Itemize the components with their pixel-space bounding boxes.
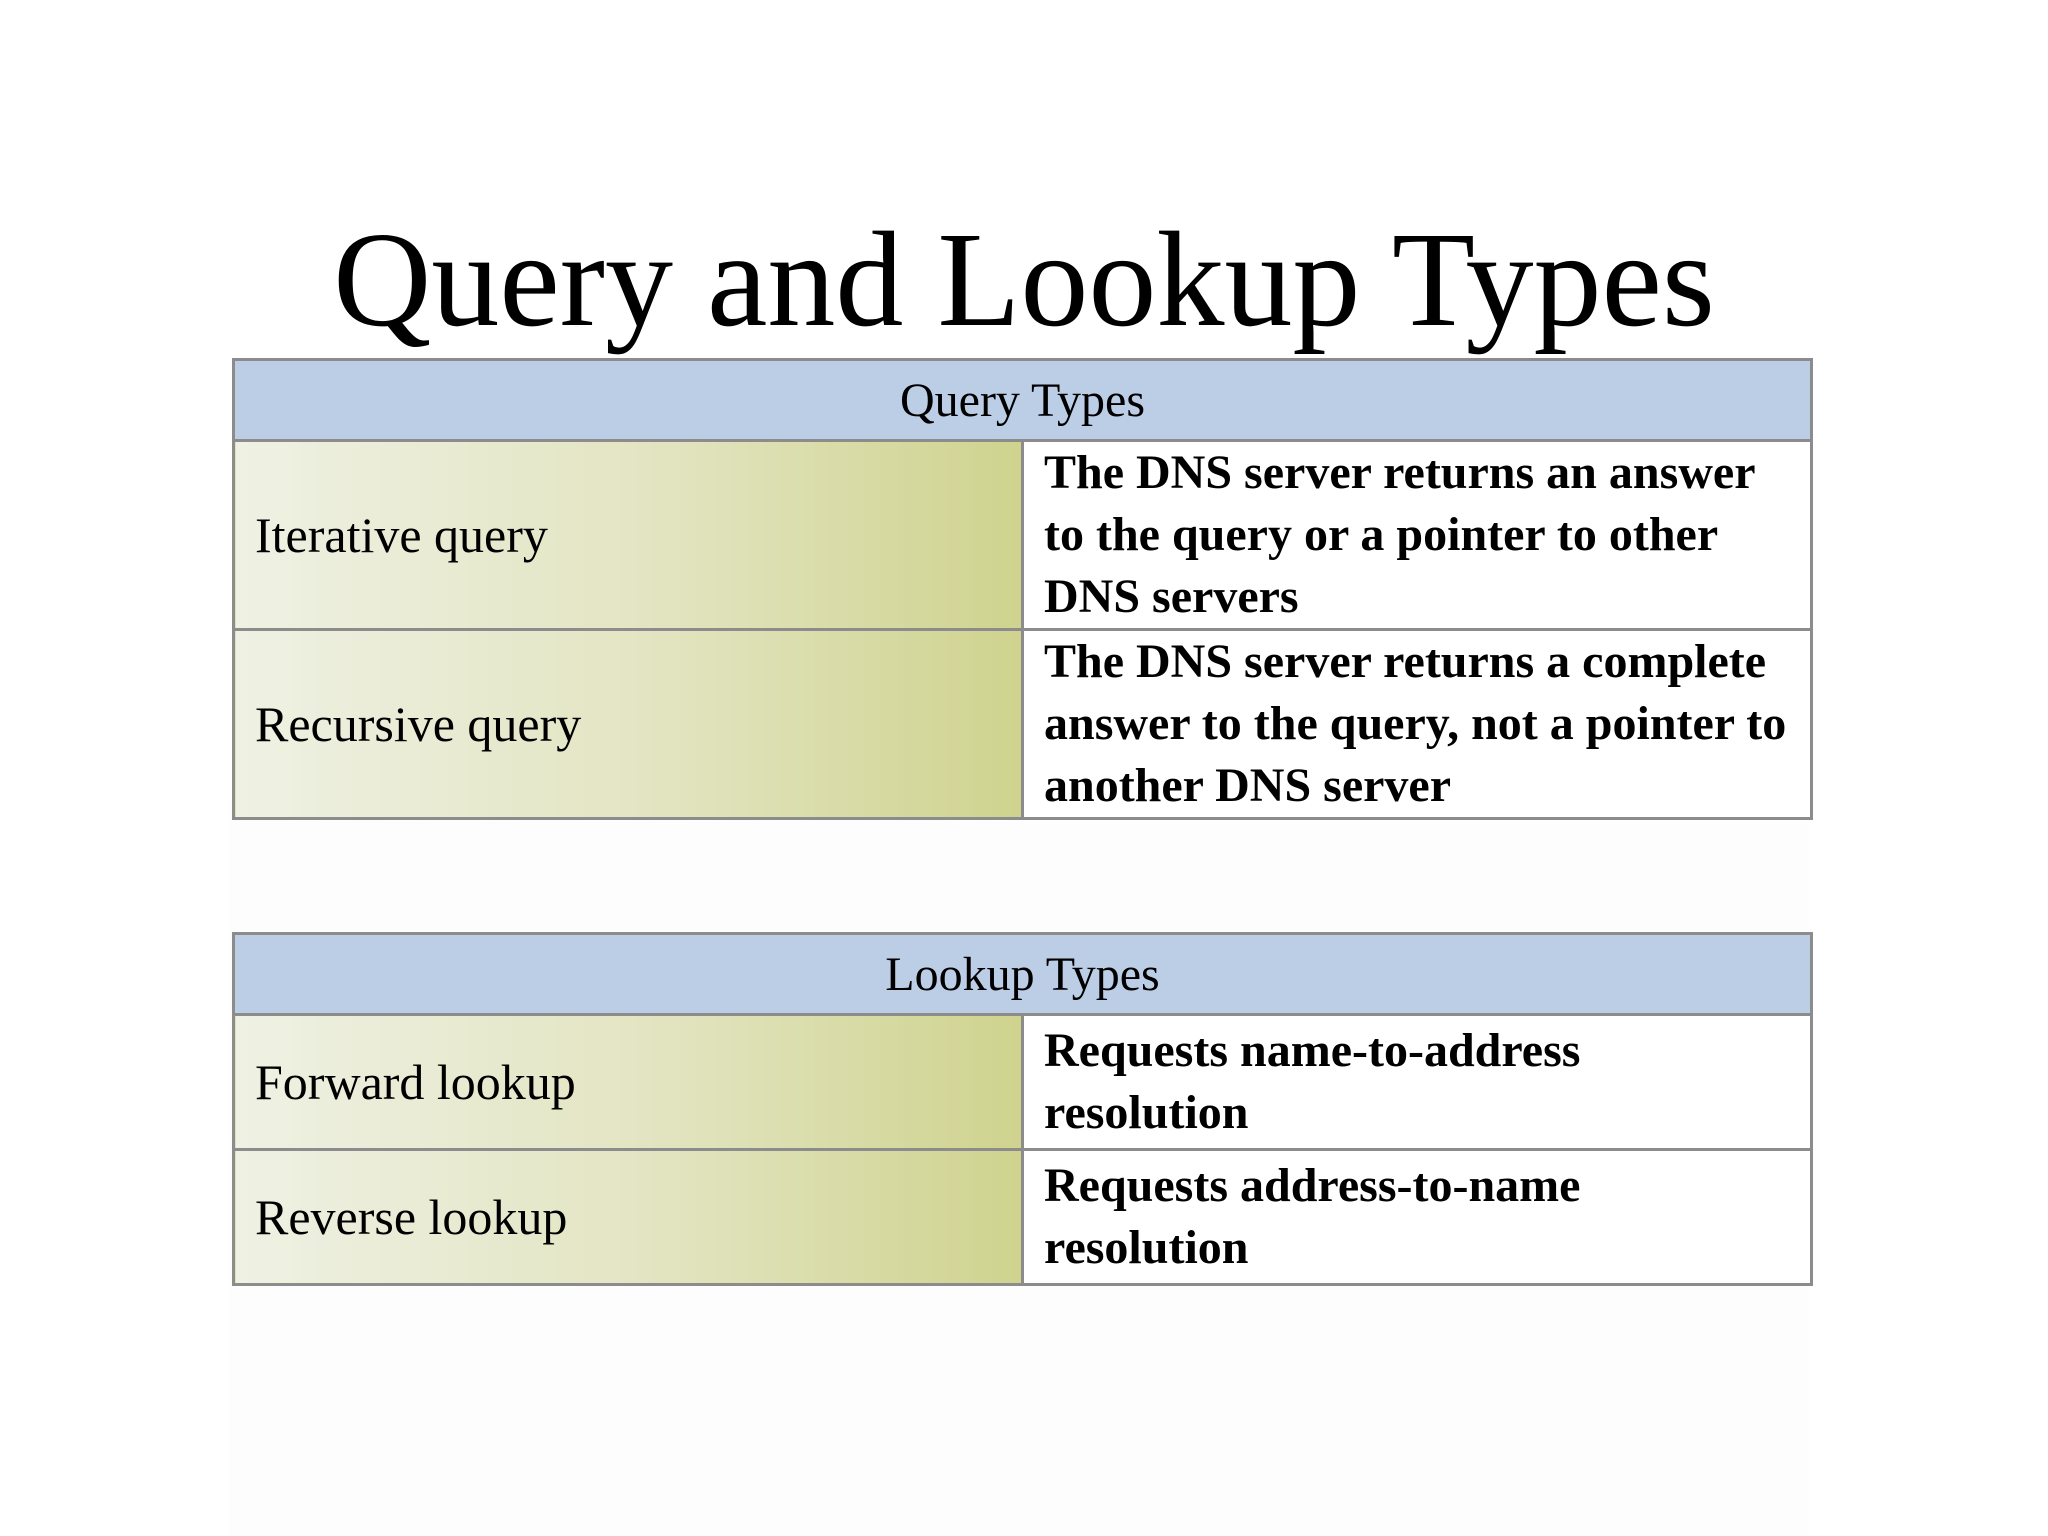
reverse-lookup-definition: Requests address-to-name resolution [1021, 1148, 1813, 1286]
table-header-row: Query Types [232, 358, 1813, 442]
forward-lookup-definition: Requests name-to-address resolution [1021, 1013, 1813, 1151]
recursive-query-term: Recursive query [232, 628, 1024, 820]
forward-lookup-term: Forward lookup [232, 1013, 1024, 1151]
table-row: Forward lookup Requests name-to-address … [232, 1013, 1813, 1151]
lookup-types-table: Lookup Types Forward lookup Requests nam… [232, 932, 1813, 1286]
iterative-query-definition: The DNS server returns an answer to the … [1021, 439, 1813, 631]
query-types-header: Query Types [232, 358, 1813, 442]
slide-title: Query and Lookup Types [333, 205, 1715, 355]
table-row: Iterative query The DNS server returns a… [232, 439, 1813, 631]
table-row: Reverse lookup Requests address-to-name … [232, 1148, 1813, 1286]
query-types-table: Query Types Iterative query The DNS serv… [232, 358, 1813, 820]
iterative-query-term: Iterative query [232, 439, 1024, 631]
reverse-lookup-term: Reverse lookup [232, 1148, 1024, 1286]
table-header-row: Lookup Types [232, 932, 1813, 1016]
recursive-query-definition: The DNS server returns a complete answer… [1021, 628, 1813, 820]
table-row: Recursive query The DNS server returns a… [232, 628, 1813, 820]
lookup-types-header: Lookup Types [232, 932, 1813, 1016]
